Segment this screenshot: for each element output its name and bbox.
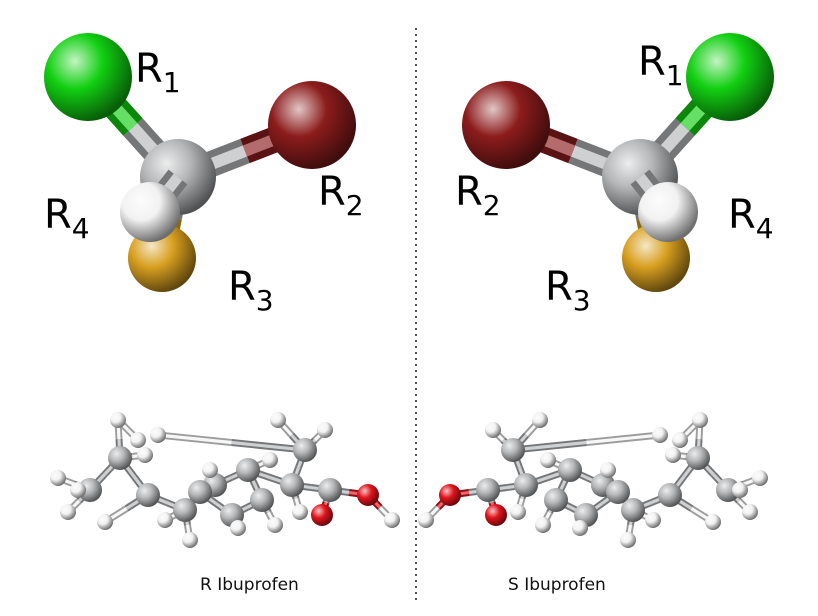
r-ibu-atom-11 xyxy=(318,478,342,502)
r-ibu-atom-10 xyxy=(293,438,317,462)
r-ibu-atom-27 xyxy=(270,412,286,428)
r-ibu-atom-24 xyxy=(262,452,278,468)
s-ibu-atom-21 xyxy=(645,512,661,528)
r-ibu-atom-3 xyxy=(173,498,197,522)
s-ibu-atom-22 xyxy=(620,532,636,548)
s-ibu-atom-27 xyxy=(532,412,548,428)
r-ibu-atom-30 xyxy=(384,512,400,528)
right-label-r4: R4 xyxy=(728,192,774,245)
r-ibu-atom-20 xyxy=(70,482,86,498)
s-ibu-atom-29 xyxy=(510,504,526,520)
s-ibu-atom-5 xyxy=(558,458,582,482)
r-ibu-atom-9 xyxy=(280,473,304,497)
r-ibu-atom-6 xyxy=(250,488,274,512)
r-ibu-atom-21 xyxy=(157,512,173,528)
r-ibu-atom-15 xyxy=(130,432,146,448)
s-ibu-atom-0 xyxy=(686,446,710,470)
r-ibu-atom-1 xyxy=(78,478,102,502)
s-ibu-atom-23 xyxy=(600,462,616,478)
s-ibu-atom-3 xyxy=(621,498,645,522)
r-ibu-atom-17 xyxy=(50,470,66,486)
s-ibu-atom-2 xyxy=(658,483,682,507)
r-ibuprofen-model xyxy=(50,412,400,548)
s-ibu-atom-12 xyxy=(485,504,507,526)
left-label-r2: R2 xyxy=(318,169,364,222)
r-ibu-atom-2 xyxy=(136,483,160,507)
r-ibu-atom-28 xyxy=(317,422,333,438)
right-chiral-center-model xyxy=(462,33,774,292)
s-ibu-atom-8 xyxy=(606,480,630,504)
s-ibu-atom-26 xyxy=(535,517,551,533)
r-ibu-atom-31 xyxy=(137,447,153,463)
r-ibu-atom-29 xyxy=(292,504,308,520)
left-label-r1: R1 xyxy=(135,46,181,99)
left-atom-r2 xyxy=(268,81,356,169)
right-label-r1: R1 xyxy=(638,39,684,92)
r-ibu-atom-16 xyxy=(150,427,166,443)
r-ibu-bond-30-highlight xyxy=(231,440,306,452)
s-ibu-atom-30 xyxy=(418,512,434,528)
left-label-r4: R4 xyxy=(44,192,90,245)
right-atom-r1 xyxy=(686,33,774,121)
r-ibu-atom-12 xyxy=(311,504,333,526)
s-ibu-atom-14 xyxy=(692,412,708,428)
s-ibu-atom-1 xyxy=(716,478,740,502)
s-ibu-atom-15 xyxy=(672,432,688,448)
r-ibu-atom-22 xyxy=(182,532,198,548)
left-atom-r1 xyxy=(44,33,132,121)
s-ibuprofen-model xyxy=(418,412,768,548)
r-ibu-atom-19 xyxy=(97,514,113,530)
s-ibu-atom-9 xyxy=(514,473,538,497)
s-ibu-bond-30-highlight xyxy=(586,433,661,445)
s-ibu-atom-20 xyxy=(732,482,748,498)
s-ibu-atom-28 xyxy=(485,422,501,438)
right-caption: S Ibuprofen xyxy=(508,575,606,595)
left-chiral-center-model xyxy=(44,33,356,292)
r-ibu-atom-25 xyxy=(230,520,246,536)
right-label-r2: R2 xyxy=(455,169,501,222)
s-ibu-atom-19 xyxy=(705,514,721,530)
r-ibu-atom-14 xyxy=(110,412,126,428)
s-ibu-atom-17 xyxy=(752,470,768,486)
s-ibu-atom-24 xyxy=(540,452,556,468)
r-ibu-atom-26 xyxy=(267,517,283,533)
r-ibu-bond-30-highlight xyxy=(157,433,232,445)
s-ibu-bond-30-highlight xyxy=(512,440,587,452)
left-atom-r4 xyxy=(120,182,180,242)
left-label-r3: R3 xyxy=(228,264,274,317)
left-caption: R Ibuprofen xyxy=(200,575,299,595)
right-atom-r2 xyxy=(462,81,550,169)
s-ibu-atom-11 xyxy=(476,478,500,502)
s-ibu-atom-31 xyxy=(665,447,681,463)
s-ibu-atom-13 xyxy=(439,484,461,506)
r-ibu-atom-18 xyxy=(60,504,76,520)
s-ibu-atom-6 xyxy=(544,488,568,512)
s-ibu-atom-25 xyxy=(572,520,588,536)
s-ibu-atom-16 xyxy=(652,427,668,443)
right-atom-r4 xyxy=(638,182,698,242)
r-ibu-atom-23 xyxy=(202,462,218,478)
s-ibu-atom-10 xyxy=(501,438,525,462)
r-ibu-atom-8 xyxy=(188,480,212,504)
r-ibu-atom-0 xyxy=(108,446,132,470)
s-ibu-atom-18 xyxy=(742,504,758,520)
r-ibu-atom-5 xyxy=(236,458,260,482)
r-ibu-atom-13 xyxy=(357,484,379,506)
right-label-r3: R3 xyxy=(545,264,591,317)
